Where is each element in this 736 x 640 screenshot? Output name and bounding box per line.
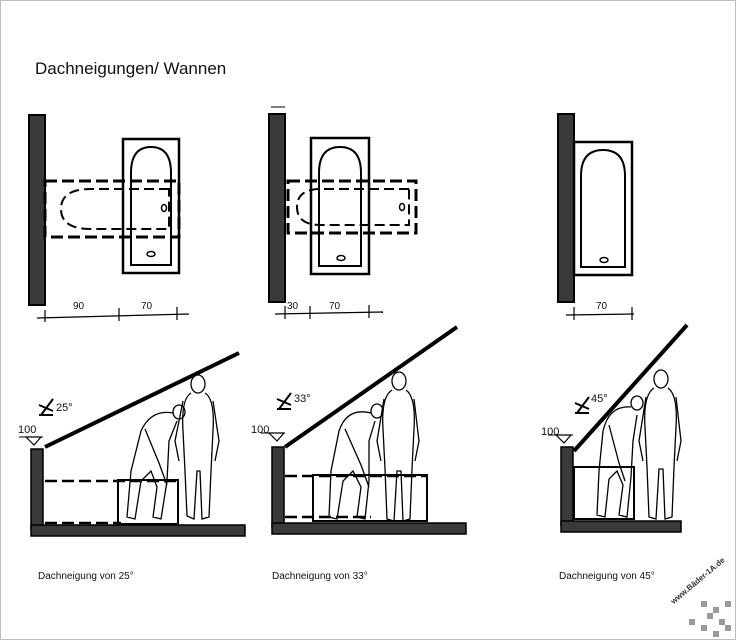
diagram-title: Dachneigungen/ Wannen — [35, 59, 227, 78]
level-marker — [24, 436, 43, 446]
floor — [560, 520, 682, 533]
drain — [146, 250, 156, 258]
alt-basin-dashed — [59, 188, 170, 230]
roof-slope — [572, 323, 689, 453]
roof-slope — [283, 325, 459, 449]
wall — [28, 114, 46, 306]
dimension-label: 90 — [73, 301, 85, 312]
bathtub-section — [573, 466, 635, 520]
roof-slope — [44, 351, 240, 449]
angle-label: 33° — [294, 393, 311, 405]
alt-bathtub-dashed — [286, 179, 418, 235]
angle-symbol — [276, 392, 292, 410]
wall — [557, 113, 575, 303]
angle-symbol — [38, 398, 54, 416]
bathtub-outline — [309, 136, 371, 276]
drain — [336, 254, 346, 262]
height-label: 100 — [541, 426, 560, 438]
floor — [30, 524, 246, 537]
dimension-label: 70 — [596, 301, 608, 312]
alt-bathtub-dashed — [43, 179, 181, 239]
bathtub-outline — [572, 140, 634, 277]
plan-view-2 — [268, 106, 418, 319]
plan-view-1 — [28, 114, 190, 322]
dimension-line — [274, 311, 384, 315]
caption: Dachneigung von 45° — [559, 571, 655, 582]
bathtub-section — [312, 474, 428, 522]
wall — [30, 448, 44, 530]
wall — [271, 446, 285, 528]
caption: Dachneigung von 25° — [38, 571, 134, 582]
bathtub-section — [117, 479, 179, 525]
drain — [599, 256, 609, 264]
bathtub-basin — [580, 148, 626, 268]
dimension-label: 70 — [141, 301, 153, 312]
caption: Dachneigung von 33° — [272, 571, 368, 582]
bathtub-basin — [130, 145, 172, 266]
alt-basin-dashed — [295, 188, 410, 226]
floor — [271, 522, 467, 535]
height-label: 100 — [251, 424, 270, 436]
bathtub-basin — [318, 145, 362, 267]
dimension-line — [36, 313, 190, 319]
human-figures — [126, 374, 220, 520]
section-view-3 — [548, 323, 689, 533]
plan-view-3 — [557, 113, 635, 320]
human-figures — [328, 371, 420, 522]
drain — [160, 203, 168, 213]
human-figures — [596, 369, 682, 520]
dimension-label: 70 — [329, 301, 341, 312]
height-label: 100 — [18, 424, 37, 436]
watermark-pattern — [689, 601, 731, 637]
angle-label: 25° — [56, 402, 73, 414]
section-view-1 — [19, 351, 246, 537]
section-view-2 — [261, 325, 467, 535]
drain — [398, 202, 406, 212]
dimension-line — [565, 313, 635, 316]
level-marker — [267, 432, 286, 442]
angle-symbol — [574, 396, 590, 414]
wall — [560, 446, 574, 526]
dimension-label: 30 — [287, 301, 299, 312]
wall — [268, 113, 286, 303]
angle-label: 45° — [591, 393, 608, 405]
